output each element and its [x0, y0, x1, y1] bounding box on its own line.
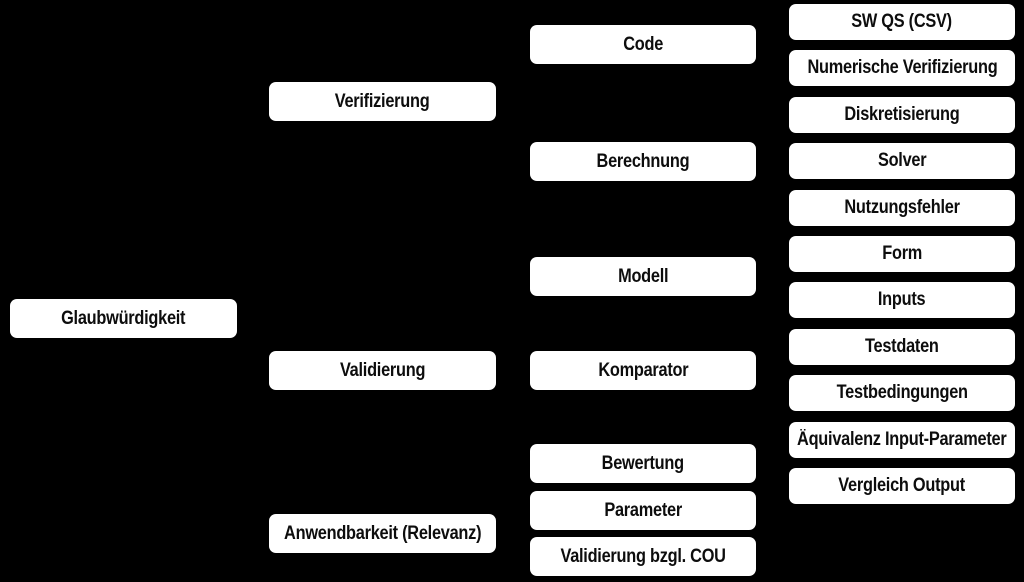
- node-sw-qs-csv: SW QS (CSV): [789, 4, 1015, 40]
- node-komparator: Komparator: [530, 351, 756, 390]
- node-modell: Modell: [530, 257, 756, 296]
- node-berechnung: Berechnung: [530, 142, 756, 181]
- node-parameter: Parameter: [530, 491, 756, 530]
- node-nutzungsfehler: Nutzungsfehler: [789, 190, 1015, 226]
- node-glaubwuerdigkeit: Glaubwürdigkeit: [10, 299, 237, 338]
- node-label: Diskretisierung: [844, 104, 960, 125]
- node-label: Testbedingungen: [836, 382, 968, 403]
- node-inputs: Inputs: [789, 282, 1015, 318]
- node-label: SW QS (CSV): [851, 11, 953, 32]
- node-bewertung: Bewertung: [530, 444, 756, 483]
- node-label: Berechnung: [596, 150, 690, 172]
- node-label: Solver: [877, 150, 927, 171]
- node-code: Code: [530, 25, 756, 64]
- node-numerische-verifizierung: Numerische Verifizierung: [789, 50, 1015, 86]
- node-diskretisierung: Diskretisierung: [789, 97, 1015, 133]
- node-label: Modell: [617, 265, 669, 287]
- node-anwendbarkeit-relevanz: Anwendbarkeit (Relevanz): [269, 514, 496, 553]
- node-verifizierung: Verifizierung: [269, 82, 496, 121]
- node-label: Äquivalenz Input-Parameter: [797, 429, 1007, 450]
- node-label: Bewertung: [601, 452, 685, 474]
- node-label: Verifizierung: [335, 90, 430, 112]
- node-label: Nutzungsfehler: [844, 197, 960, 218]
- node-label: Glaubwürdigkeit: [61, 307, 186, 329]
- node-label: Inputs: [878, 289, 926, 310]
- node-testbedingungen: Testbedingungen: [789, 375, 1015, 411]
- node-vergleich-output: Vergleich Output: [789, 468, 1015, 504]
- node-label: Validierung bzgl. COU: [560, 545, 726, 567]
- node-label: Vergleich Output: [838, 475, 966, 496]
- node-label: Anwendbarkeit (Relevanz): [283, 522, 482, 544]
- node-testdaten: Testdaten: [789, 329, 1015, 365]
- node-form: Form: [789, 236, 1015, 272]
- node-validierung: Validierung: [269, 351, 496, 390]
- node-validierung-bzgl-cou: Validierung bzgl. COU: [530, 537, 756, 576]
- node-label: Komparator: [597, 359, 689, 381]
- node-aequivalenz-input-parameter: Äquivalenz Input-Parameter: [789, 422, 1015, 458]
- node-label: Numerische Verifizierung: [807, 57, 997, 78]
- node-label: Form: [882, 243, 922, 264]
- node-label: Code: [623, 33, 663, 55]
- node-label: Testdaten: [865, 336, 939, 357]
- node-solver: Solver: [789, 143, 1015, 179]
- node-label: Validierung: [339, 359, 426, 381]
- node-label: Parameter: [604, 499, 682, 521]
